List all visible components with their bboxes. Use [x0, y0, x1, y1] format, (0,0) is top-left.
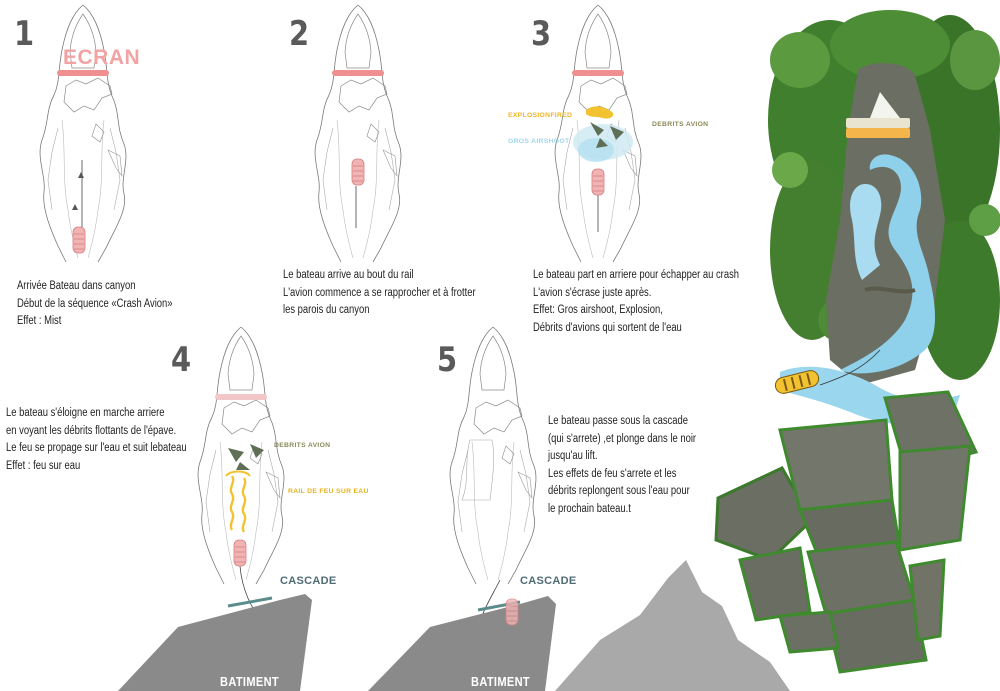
description-line: Débrits d'avions qui sortent de l'eau [533, 321, 682, 334]
panel-4-sketch [118, 326, 312, 691]
description-line: Le bateau part en arriere pour échapper … [533, 269, 740, 281]
description-line: Début de la séquence «Crash Avion» [17, 297, 173, 310]
boat-icon [505, 598, 519, 626]
building-silhouette [555, 560, 790, 691]
step-2-description: Le bateau arrive au bout du rail L'avion… [283, 267, 476, 320]
debris-icon [590, 122, 624, 148]
debris-label: DEBRITS AVION [274, 442, 331, 449]
explosion-icon [586, 106, 614, 119]
description-line: Le bateau passe sous la cascade [548, 415, 688, 427]
screen-bar [57, 70, 109, 76]
render-illustration [714, 10, 1000, 674]
boat-icon [591, 168, 605, 196]
step-3-description: Le bateau part en arriere pour échapper … [533, 267, 739, 337]
cascade-label: CASCADE [280, 575, 337, 587]
description-line: jusqu'au lift. [548, 450, 598, 462]
step-number: 5 [437, 340, 458, 380]
step-4-description: Le bateau s'éloigne en marche arriere en… [6, 405, 187, 475]
description-line: Effet : Mist [17, 315, 62, 327]
fire-rail-label: RAIL DE FEU SUR EAU [288, 488, 369, 495]
rock-blocks [714, 390, 979, 674]
building-label: BATIMENT [220, 674, 279, 689]
boat-icon [233, 539, 247, 567]
step-number: 2 [289, 14, 310, 54]
debris-icon [228, 444, 264, 470]
description-line: les parois du canyon [283, 304, 370, 316]
description-line: Arrivée Bateau dans canyon [17, 280, 136, 292]
description-line: Le bateau arrive au bout du rail [283, 269, 414, 281]
building-shape [118, 594, 312, 691]
step-number: 3 [531, 14, 552, 54]
debris-label: DEBRITS AVION [652, 121, 709, 128]
screen-bar [332, 70, 384, 76]
description-line: en voyant les débrits flottants de l'épa… [6, 424, 177, 437]
description-line: débrits replongent sous l'eau pour [548, 485, 690, 497]
panel-1-sketch [39, 4, 127, 263]
description-line: (qui s'arrete) ,et plonge dans le noir [548, 432, 697, 445]
airshoot-label: GROS AIRSHOOT [508, 138, 570, 145]
step-1-description: Arrivée Bateau dans canyon Début de la s… [17, 278, 173, 331]
explosion-label: EXPLOSIONFIRED [508, 112, 573, 119]
description-line: le prochain bateau.t [548, 502, 631, 515]
screen-bar [572, 70, 624, 76]
panel-2-sketch [314, 4, 402, 263]
boat-icon [72, 226, 86, 254]
description-line: Les effets de feu s'arrete et les [548, 467, 677, 480]
description-line: Effet : feu sur eau [6, 459, 81, 472]
ecran-label: ECRAN [63, 46, 141, 69]
boat-icon [351, 158, 365, 186]
panel-3-sketch [554, 4, 642, 263]
description-line: L'avion s'écrase juste après. [533, 286, 652, 299]
description-line: Le bateau s'éloigne en marche arriere [6, 407, 165, 419]
step-5-description: Le bateau passe sous la cascade (qui s'a… [548, 413, 696, 518]
description-line: Le feu se propage sur l'eau et suit leba… [6, 442, 187, 454]
fire-rail-icon [229, 475, 247, 533]
step-number: 4 [171, 340, 192, 380]
description-line: Effet: Gros airshoot, Explosion, [533, 304, 663, 316]
cascade-label: CASCADE [520, 575, 577, 587]
step-number: 1 [14, 14, 35, 54]
description-line: L'avion commence a se rapprocher et à fr… [283, 286, 476, 299]
panel-5-sketch [368, 326, 556, 691]
building-label: BATIMENT [471, 674, 530, 689]
raft-icon [774, 370, 820, 394]
